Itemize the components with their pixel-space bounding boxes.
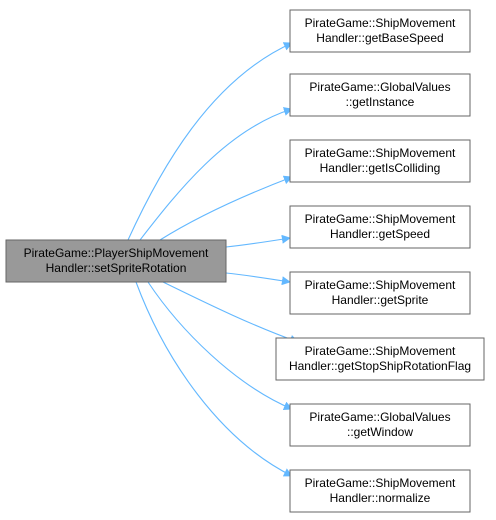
call-edge-getBaseSpeed	[127, 42, 293, 241]
root-node-setSpriteRotation[interactable]: PirateGame::PlayerShipMovementHandler::s…	[5, 239, 227, 283]
callee-node-getInstance[interactable]: PirateGame::GlobalValues::getInstance	[289, 73, 471, 117]
node-label-line-2: ::getWindow	[347, 425, 413, 439]
call-edge-getIsColliding	[159, 175, 293, 241]
node-box	[289, 73, 471, 117]
node-box	[289, 9, 471, 53]
node-box	[289, 469, 471, 513]
node-label-line-1: PirateGame::GlobalValues	[309, 410, 450, 424]
node-label-line-1: PirateGame::ShipMovement	[305, 476, 456, 490]
node-label-line-1: PirateGame::GlobalValues	[309, 80, 450, 94]
call-edge-getWindow	[147, 281, 293, 410]
callee-node-getIsColliding[interactable]: PirateGame::ShipMovementHandler::getIsCo…	[289, 139, 471, 183]
node-box	[289, 205, 471, 249]
node-label-line-1: PirateGame::ShipMovement	[305, 212, 456, 226]
node-label-line-1: PirateGame::ShipMovement	[305, 344, 456, 358]
edges-layer	[127, 42, 299, 477]
callee-node-getWindow[interactable]: PirateGame::GlobalValues::getWindow	[289, 403, 471, 447]
call-edge-getStopShipRotationFlag	[162, 281, 299, 344]
node-label-line-2: Handler::getStopShipRotationFlag	[289, 359, 471, 373]
node-label-line-1: PirateGame::ShipMovement	[305, 16, 456, 30]
node-label-line-2: Handler::getSprite	[332, 293, 429, 307]
node-label-line-2: Handler::normalize	[330, 491, 431, 505]
node-box	[5, 239, 227, 283]
node-box	[275, 337, 485, 381]
call-edge-getSpeed	[225, 234, 291, 248]
node-label-line-1: PirateGame::PlayerShipMovement	[24, 246, 209, 260]
callee-node-getStopShipRotationFlag[interactable]: PirateGame::ShipMovementHandler::getStop…	[275, 337, 485, 381]
node-box	[289, 139, 471, 183]
node-label-line-2: Handler::getBaseSpeed	[316, 31, 443, 45]
node-label-line-2: ::getInstance	[346, 95, 415, 109]
callee-node-normalize[interactable]: PirateGame::ShipMovementHandler::normali…	[289, 469, 471, 513]
callee-node-getSprite[interactable]: PirateGame::ShipMovementHandler::getSpri…	[289, 271, 471, 315]
node-box	[289, 271, 471, 315]
nodes-layer: PirateGame::PlayerShipMovementHandler::s…	[5, 9, 485, 513]
callee-node-getBaseSpeed[interactable]: PirateGame::ShipMovementHandler::getBase…	[289, 9, 471, 53]
node-label-line-2: Handler::getIsColliding	[320, 161, 441, 175]
call-edge-normalize	[135, 281, 293, 477]
node-box	[289, 403, 471, 447]
call-edge-getInstance	[139, 107, 293, 241]
callee-node-getSpeed[interactable]: PirateGame::ShipMovementHandler::getSpee…	[289, 205, 471, 249]
node-label-line-1: PirateGame::ShipMovement	[305, 278, 456, 292]
call-edge-getSprite	[225, 272, 291, 286]
node-label-line-2: Handler::getSpeed	[330, 227, 430, 241]
node-label-line-1: PirateGame::ShipMovement	[305, 146, 456, 160]
node-label-line-2: Handler::setSpriteRotation	[46, 261, 187, 275]
